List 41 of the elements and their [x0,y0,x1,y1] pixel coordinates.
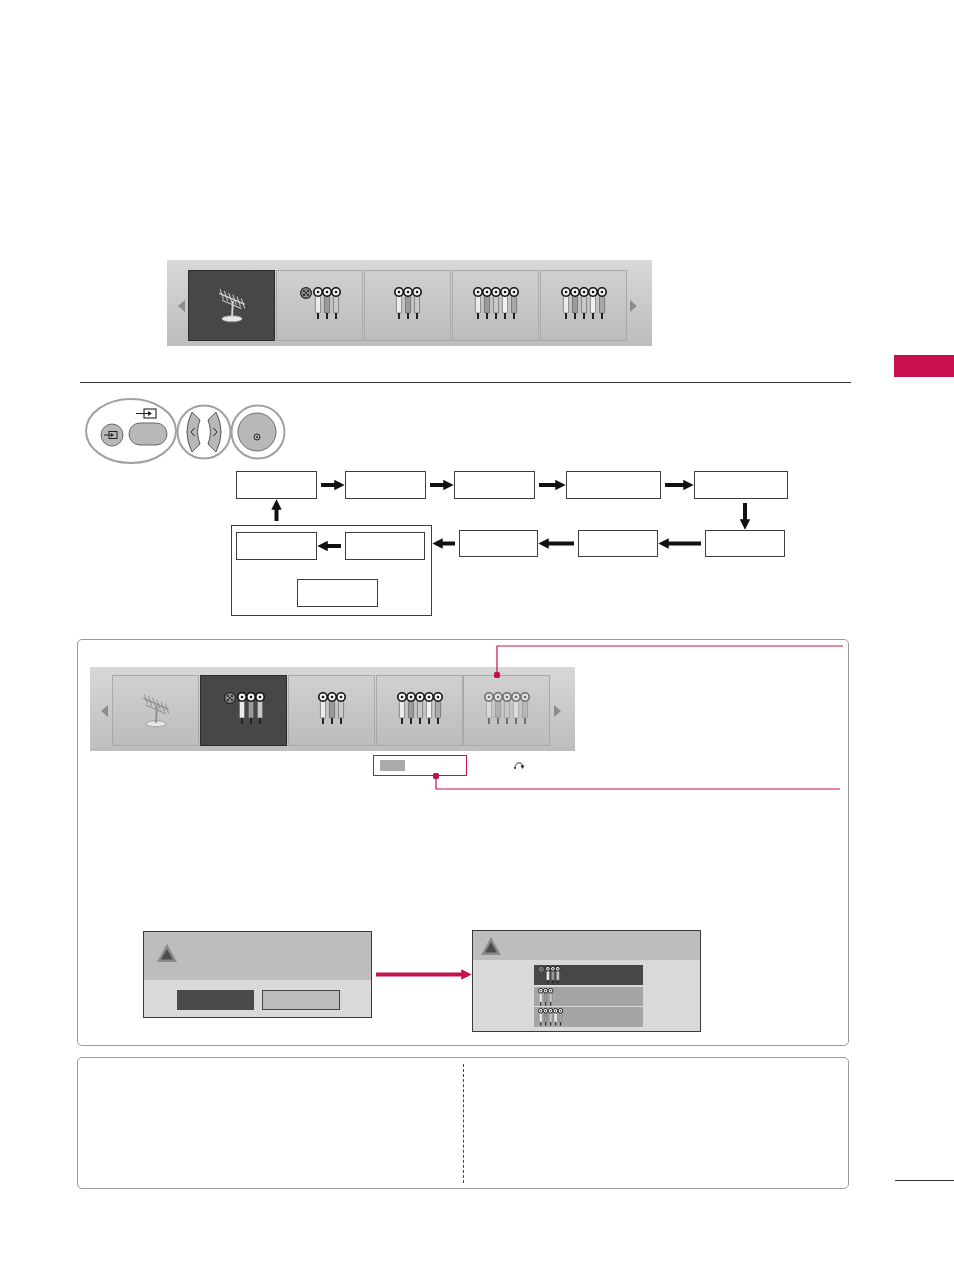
arrow [430,479,454,491]
menu-tile [364,270,451,341]
menu-tile [376,675,463,746]
info-panel [77,639,849,1046]
menu-tile [200,675,287,746]
arrow [538,538,574,549]
arrow [539,479,566,491]
arrow [739,503,751,530]
arrow [665,479,694,491]
dialog-window [143,931,372,1018]
menu-tile [112,675,199,746]
menu-tile [452,270,539,341]
arrow [432,538,455,549]
step-box [454,471,535,499]
step-box [297,579,378,607]
menu-tile [276,270,363,341]
step-box [459,530,538,557]
hint-box [373,755,467,776]
menu-tile [540,270,627,341]
arrow [321,479,345,491]
menu-tile [288,675,375,746]
leader-line [493,645,844,679]
step-box [566,471,661,499]
leader-line [432,772,841,790]
step-box [578,530,658,557]
step-box [705,530,785,557]
menu-bar [90,667,575,751]
menu-tile [188,270,275,341]
dialog-window [472,930,701,1032]
arrow [376,969,472,980]
step-box [236,532,317,560]
arrow [317,540,341,552]
step-box [236,471,317,499]
step-box [345,532,425,560]
arrow [658,538,701,549]
arrow [271,499,282,521]
group-box [231,525,432,616]
step-box [694,471,788,499]
step-box [345,471,426,499]
menu-bar [167,260,652,346]
menu-tile [463,675,550,746]
